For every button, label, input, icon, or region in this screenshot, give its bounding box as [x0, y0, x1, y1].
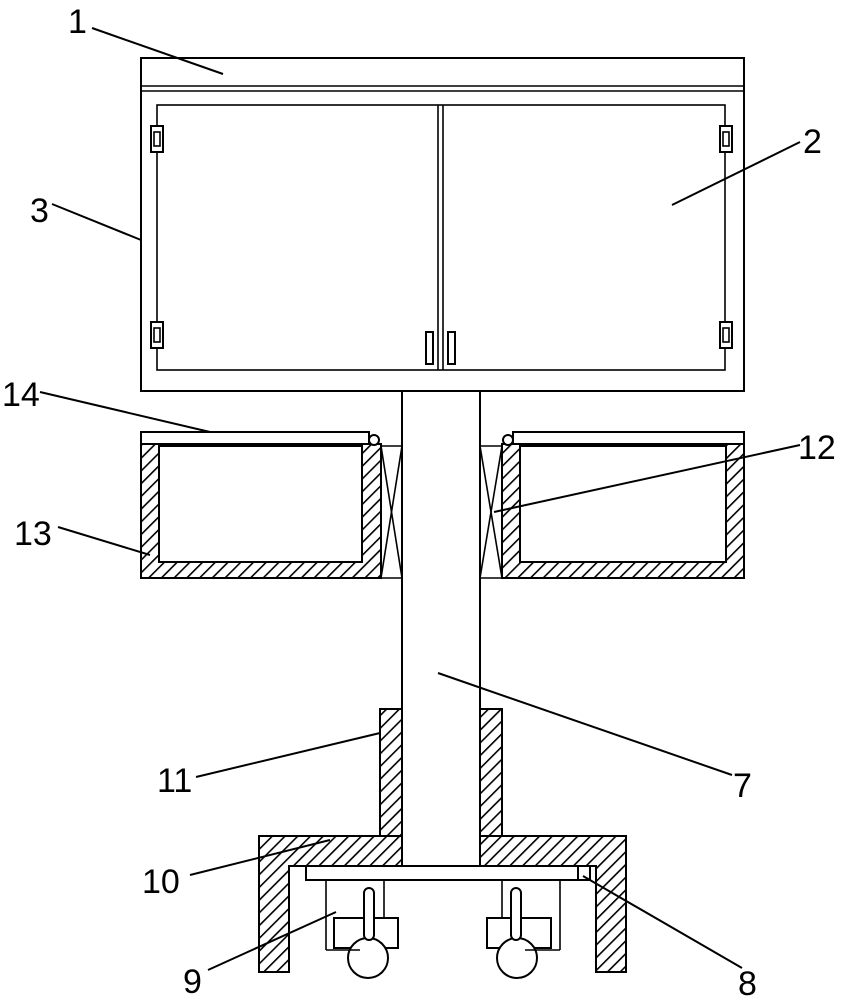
- label-7: 7: [733, 767, 752, 805]
- label-14: 14: [2, 376, 40, 414]
- leader-8: [582, 875, 743, 969]
- label-10: 10: [142, 863, 180, 901]
- label-8: 8: [738, 965, 757, 1000]
- label-12: 12: [798, 429, 836, 467]
- label-13: 13: [14, 515, 52, 553]
- leader-12: [493, 444, 801, 513]
- right-caster-wheel: [486, 880, 561, 979]
- leader-13: [57, 526, 151, 556]
- left-side-box: [140, 431, 382, 579]
- leader-11: [195, 732, 381, 778]
- central-column: [401, 390, 481, 867]
- cabinet-doors: [156, 104, 726, 371]
- leader-9: [207, 911, 337, 971]
- leader-2: [671, 141, 801, 206]
- label-1: 3: [30, 192, 49, 230]
- label-2: 2: [803, 123, 822, 161]
- label-3: 1: [68, 3, 87, 41]
- leader-10: [189, 839, 331, 876]
- left-caster-wheel: [325, 880, 399, 979]
- door-handle-icons: [425, 331, 456, 365]
- label-9: 9: [183, 963, 202, 1000]
- label-11: 11: [157, 762, 192, 800]
- leader-7: [437, 672, 733, 776]
- leader-14: [39, 391, 211, 433]
- base-plate: [305, 865, 591, 881]
- door-hinge-icons: [150, 125, 733, 349]
- right-side-box: [501, 431, 745, 579]
- leader-1: [51, 203, 142, 241]
- leader-lines: [39, 27, 801, 971]
- scissor-connectors: [380, 445, 503, 579]
- part-labels: 1 2 3 7 8 9 10 11 12 13 14: [2, 3, 836, 1000]
- leader-3: [91, 27, 224, 75]
